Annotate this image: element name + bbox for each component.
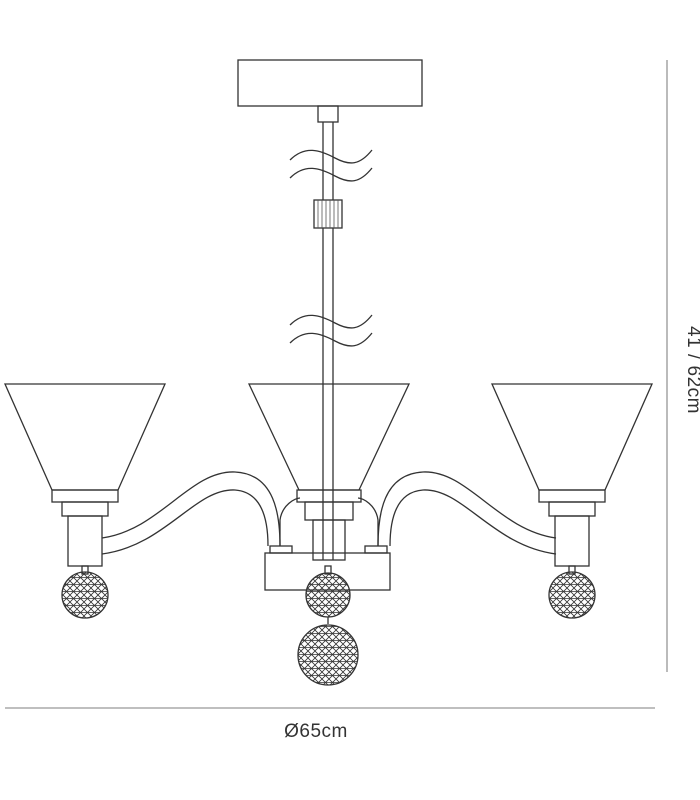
- left-lamp-shade: [4, 383, 166, 491]
- ceiling-canopy: [237, 59, 423, 107]
- center-arm: [279, 497, 379, 546]
- center-crystal-ball: [305, 572, 351, 618]
- width-dimension: Ø65cm: [5, 707, 655, 742]
- center-lamp-shade: [247, 383, 411, 491]
- right-lamp: [491, 383, 653, 619]
- left-lamp: [4, 383, 166, 619]
- height-dimension: 41 / 62cm: [666, 60, 700, 672]
- right-crystal-ball: [548, 571, 596, 619]
- height-label: 41 / 62cm: [683, 326, 700, 414]
- rod-coupler: [313, 199, 343, 229]
- width-label: Ø65cm: [284, 721, 348, 742]
- suspension-rod: [289, 105, 373, 560]
- pendant-crystal-ball: [297, 624, 359, 686]
- left-arm: [101, 471, 281, 555]
- right-arm: [377, 471, 557, 555]
- left-crystal-ball: [61, 571, 109, 619]
- center-lamp: [247, 383, 411, 686]
- right-lamp-shade: [491, 383, 653, 491]
